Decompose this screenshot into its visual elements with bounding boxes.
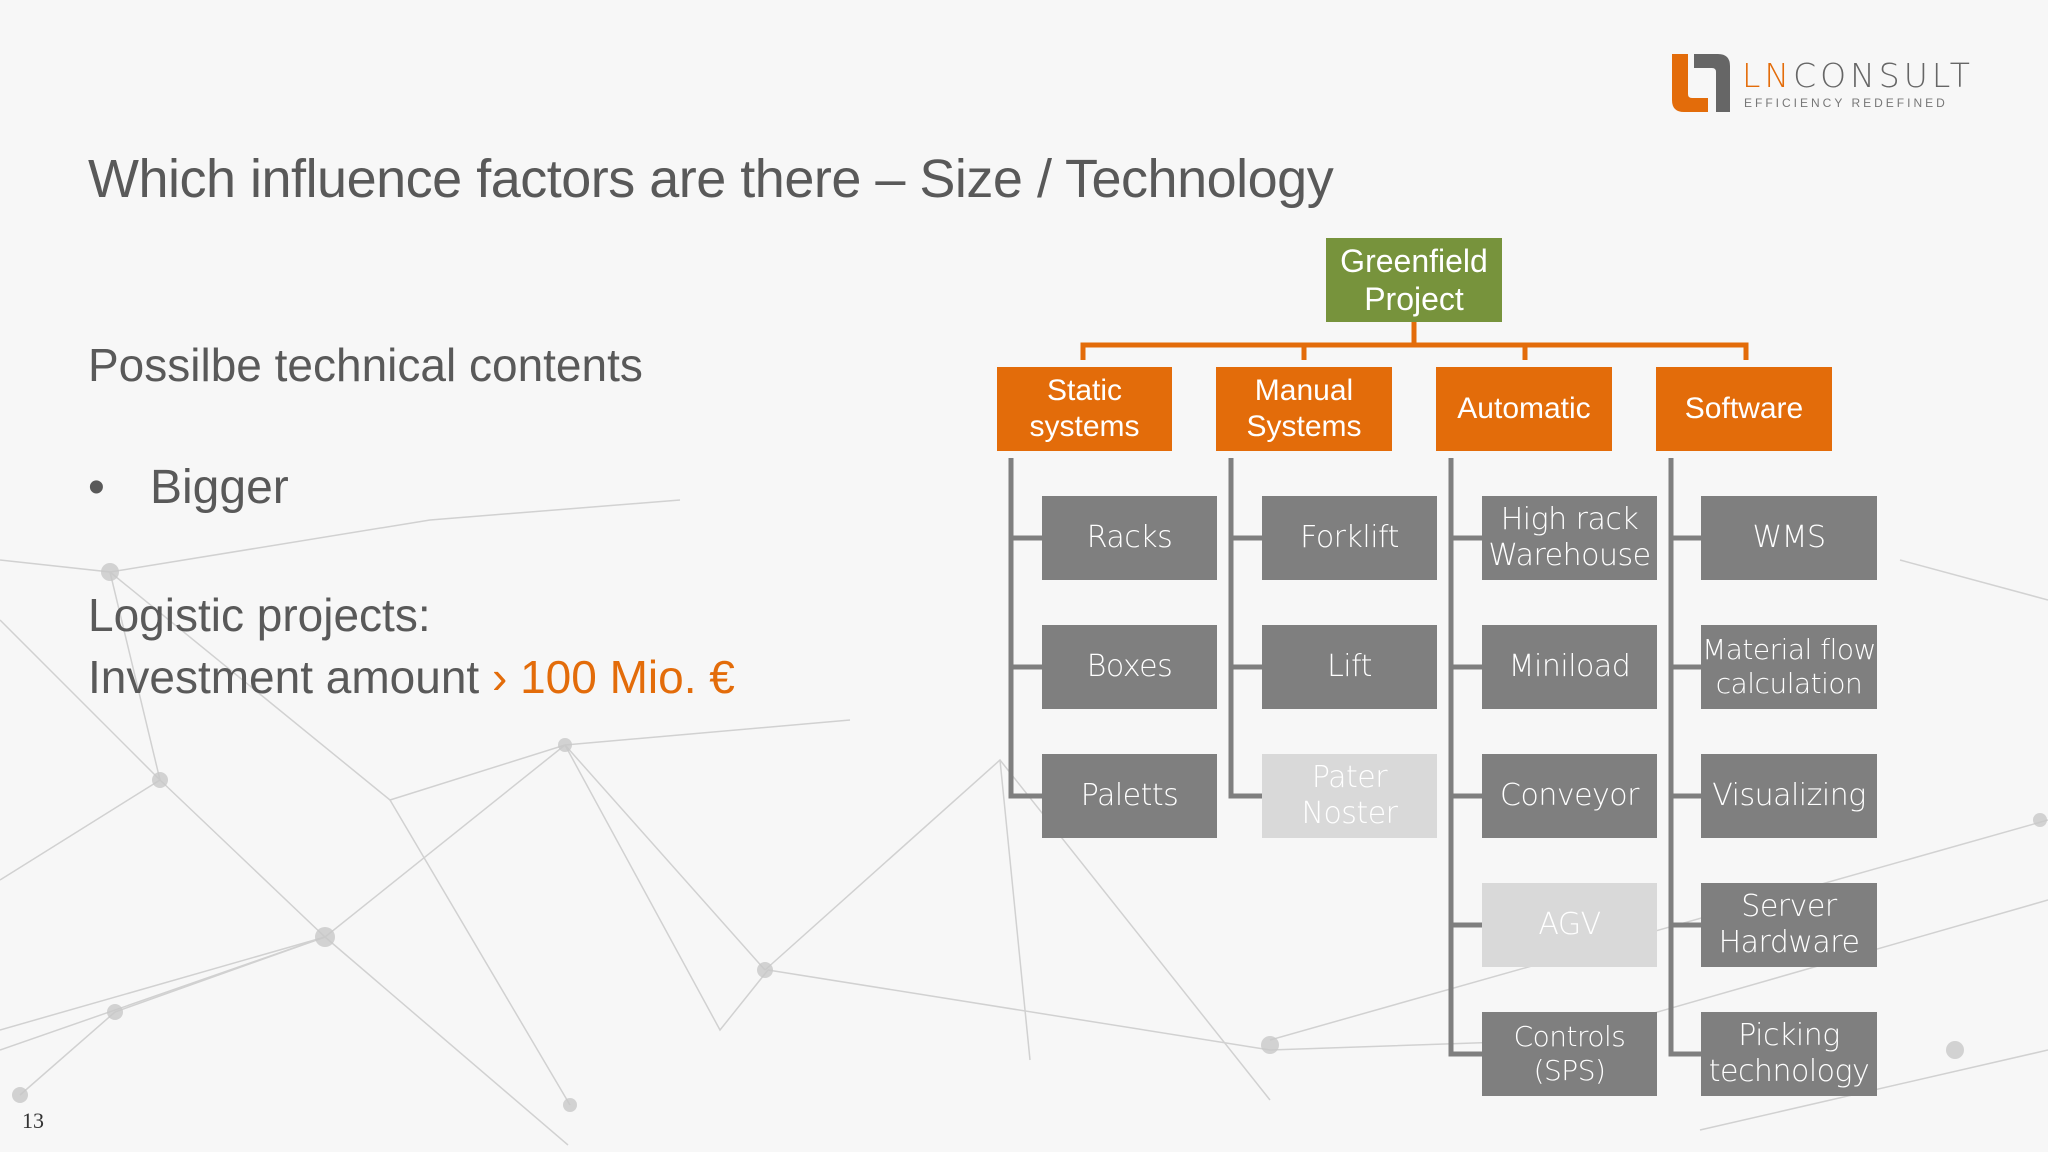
item-miniload: Miniload — [1482, 625, 1657, 709]
bullet-marker: • — [88, 461, 105, 514]
item-conveyor: Conveyor — [1482, 754, 1657, 838]
item-paletts: Paletts — [1042, 754, 1217, 838]
investment-block: Logistic projects: Investment amount › 1… — [88, 584, 735, 708]
category-software: Software — [1656, 367, 1832, 451]
subheading: Possilbe technical contents — [88, 339, 643, 391]
page-number: 13 — [22, 1108, 44, 1133]
lnconsult-logo: LNCONSULT EFFICIENCY REDEFINED — [1670, 52, 2000, 114]
logo-tagline: EFFICIENCY REDEFINED — [1744, 96, 1948, 110]
item-boxes: Boxes — [1042, 625, 1217, 709]
investment-line: Investment amount › 100 Mio. € — [88, 646, 735, 708]
item-visualizing: Visualizing — [1701, 754, 1877, 838]
investment-value: › 100 Mio. € — [491, 651, 735, 703]
category-automatic: Automatic — [1436, 367, 1612, 451]
logo-mark-icon — [1672, 54, 1730, 112]
logo-wordmark: LNCONSULT — [1742, 56, 1974, 95]
bullet-text: Bigger — [150, 461, 289, 514]
investment-label: Investment amount — [88, 651, 492, 703]
item-agv: AGV — [1482, 883, 1657, 967]
item-controls-sps: Controls (SPS) — [1482, 1012, 1657, 1096]
logistic-label: Logistic projects: — [88, 589, 431, 641]
bullet-item: • Bigger — [88, 460, 289, 515]
item-lift: Lift — [1262, 625, 1437, 709]
slide-title: Which influence factors are there – Size… — [88, 149, 1334, 209]
item-wms: WMS — [1701, 496, 1877, 580]
item-pater-noster: Pater Noster — [1262, 754, 1437, 838]
item-forklift: Forklift — [1262, 496, 1437, 580]
item-racks: Racks — [1042, 496, 1217, 580]
